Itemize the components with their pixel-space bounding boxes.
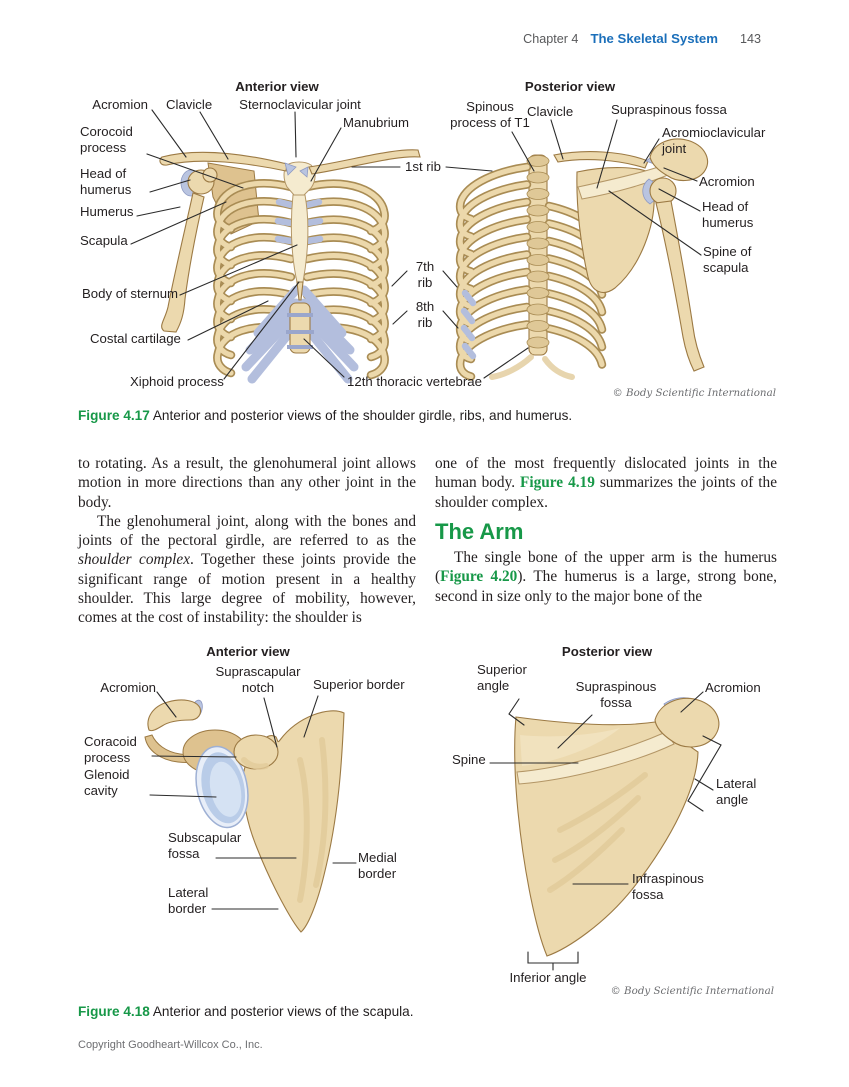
anterior-view-title: Anterior view	[206, 644, 290, 659]
label-subscapular-fossa: Subscapular fossa	[168, 830, 242, 861]
page-header: Chapter 4 The Skeletal System 143	[523, 31, 761, 46]
figure-4-17: Anterior view Posterior view Acromion Cl…	[0, 75, 849, 405]
posterior-view-title: Posterior view	[524, 79, 616, 94]
leader-lines	[130, 109, 702, 380]
label-clavicle-posterior: Clavicle	[527, 104, 574, 119]
figure-4-17-illustration	[130, 109, 708, 384]
chapter-label: Chapter 4	[523, 32, 579, 46]
label-first-rib: 1st rib	[405, 159, 441, 174]
figure-4-18-caption: Figure 4.18 Anterior and posterior views…	[78, 1004, 788, 1019]
figure-4-18-caption-label: Figure 4.18	[78, 1004, 150, 1019]
image-credit: © Body Scientific International	[612, 387, 776, 399]
angle-brackets	[508, 698, 722, 971]
paragraph: The glenohumeral joint, along with the b…	[78, 512, 416, 628]
posterior-scapula-illustration	[514, 697, 720, 957]
costal-cartilage-margin	[241, 285, 359, 384]
anterior-view-title: Anterior view	[235, 79, 319, 94]
label-acromion-anterior: Acromion	[92, 97, 148, 112]
paragraph-text: one of the most frequently dislocated jo…	[435, 455, 777, 492]
label-lateral-angle: Lateral angle	[716, 776, 757, 807]
page-number: 143	[739, 32, 761, 46]
label-acromion-posterior: Acromion	[699, 174, 755, 189]
label-spinous-process-t1: Spinous process of T1	[450, 99, 530, 130]
figure-4-18: Anterior view Posterior view Acromion Su…	[0, 640, 849, 1000]
label-lateral-border: Lateral border	[168, 885, 209, 916]
figure-reference: Figure 4.19	[520, 474, 595, 492]
label-manubrium: Manubrium	[343, 115, 409, 130]
label-supraspinous-fossa: Supraspinous fossa	[611, 102, 727, 117]
body-text-column-2: one of the most frequently dislocated jo…	[435, 454, 777, 606]
paragraph-text: summarizes the joints of the shoulder co…	[435, 474, 777, 511]
figure-reference: Figure 4.20	[440, 568, 518, 586]
paragraph-text: ). The humerus is a large, strong bone, …	[435, 568, 777, 605]
label-scapula: Scapula	[80, 233, 128, 248]
chapter-title: The Skeletal System	[590, 31, 718, 46]
label-glenoid-cavity: Glenoid cavity	[84, 767, 130, 798]
label-head-of-humerus-posterior: Head of humerus	[702, 199, 754, 230]
label-inferior-angle: Inferior angle	[509, 970, 587, 985]
figure-4-17-caption: Figure 4.17 Anterior and posterior views…	[78, 408, 788, 423]
image-credit: © Body Scientific International	[610, 985, 774, 997]
label-costal-cartilage: Costal cartilage	[90, 331, 181, 346]
label-suprascapular-notch: Suprascapular notch	[215, 664, 301, 695]
label-acromioclavicular-joint: Acromioclavicular joint	[662, 125, 766, 156]
label-acromion-posterior: Acromion	[705, 680, 761, 695]
label-eighth-rib: 8th rib	[415, 299, 435, 330]
section-heading-the-arm: The Arm	[435, 518, 524, 544]
label-corocoid-process: Corocoid process	[80, 124, 133, 155]
paragraph: The single bone of the upper arm is the …	[435, 548, 777, 606]
label-acromion-anterior: Acromion	[100, 680, 156, 695]
label-coracoid-process: Coracoid process	[84, 734, 137, 765]
label-clavicle-anterior: Clavicle	[166, 97, 213, 112]
anterior-ribcage-illustration	[159, 149, 421, 384]
label-medial-border: Medial border	[358, 850, 397, 881]
upper-costal-cartilage	[274, 198, 324, 245]
label-seventh-rib: 7th rib	[415, 259, 435, 290]
label-sternoclavicular-joint: Sternoclavicular joint	[239, 97, 361, 112]
posterior-view-title: Posterior view	[561, 644, 653, 659]
figure-4-17-caption-label: Figure 4.17	[78, 408, 150, 423]
label-body-of-sternum: Body of sternum	[82, 286, 179, 301]
label-head-of-humerus-anterior: Head of humerus	[80, 166, 132, 197]
label-infraspinous-fossa: Infraspinous fossa	[632, 871, 704, 902]
label-supraspinous-fossa: Supraspinous fossa	[575, 679, 657, 710]
figure-4-17-caption-text: Anterior and posterior views of the shou…	[152, 408, 573, 423]
label-twelfth-thoracic-vertebrae: 12th thoracic vertebrae	[347, 374, 482, 389]
paragraph-text: The single bone of the upper arm is the …	[435, 549, 777, 586]
italic-term: shoulder complex	[78, 551, 190, 569]
label-spine: Spine	[452, 752, 486, 767]
paragraph: one of the most frequently dislocated jo…	[435, 454, 777, 512]
anterior-scapula-illustration	[144, 699, 345, 933]
paragraph-text: . Together these joints provide the sign…	[78, 551, 416, 627]
posterior-ribcage-illustration	[460, 138, 708, 377]
copyright-notice: Copyright Goodheart-Willcox Co., Inc.	[78, 1039, 263, 1051]
label-xiphoid-process: Xiphoid process	[130, 374, 224, 389]
label-superior-border: Superior border	[313, 677, 405, 692]
paragraph: to rotating. As a result, the glenohumer…	[78, 455, 416, 511]
label-spine-of-scapula: Spine of scapula	[703, 244, 752, 275]
body-text-column-1: to rotating. As a result, the glenohumer…	[78, 454, 416, 628]
figure-4-18-illustration	[144, 691, 722, 971]
paragraph-text: The glenohumeral joint, along with the b…	[78, 512, 416, 550]
label-humerus: Humerus	[80, 204, 134, 219]
label-superior-angle: Superior angle	[477, 662, 527, 693]
leader-lines	[149, 691, 722, 971]
figure-4-18-caption-text: Anterior and posterior views of the scap…	[152, 1004, 414, 1019]
